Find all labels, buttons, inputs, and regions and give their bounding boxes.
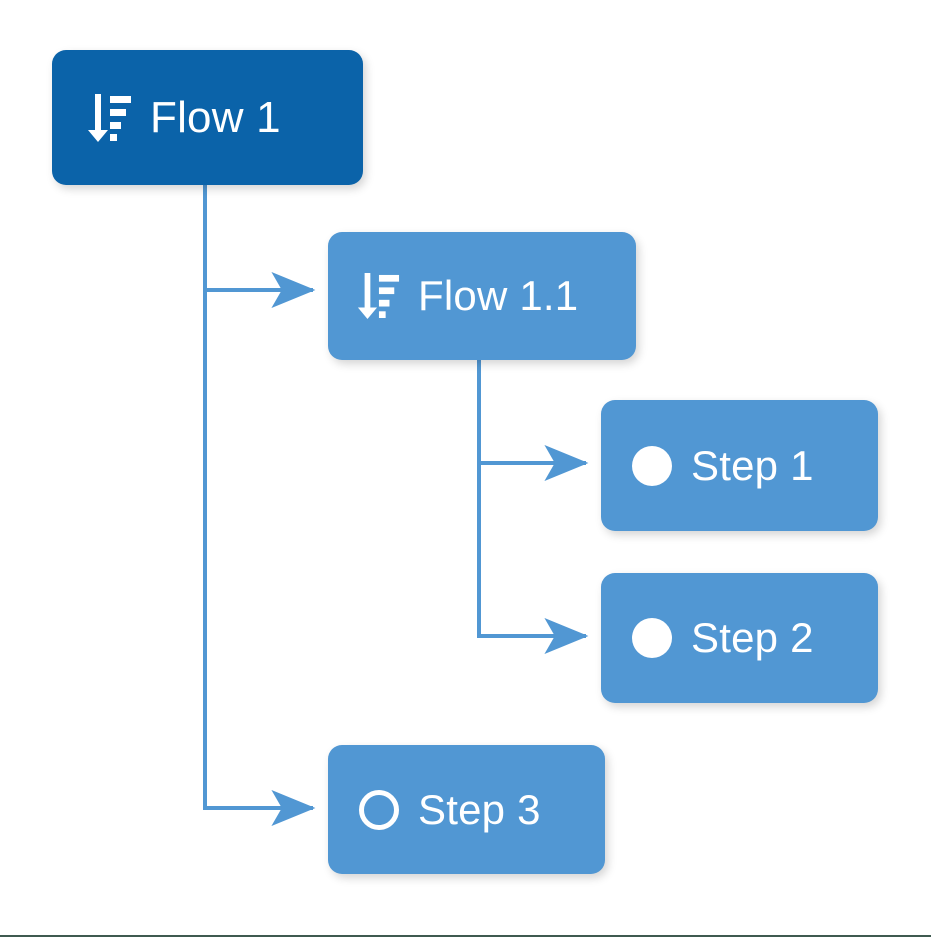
circle-filled-icon (629, 443, 675, 489)
node-flow-1[interactable]: Flow 1 (52, 50, 363, 185)
node-step-3[interactable]: Step 3 (328, 745, 605, 874)
circle-filled-icon (629, 615, 675, 661)
node-step-1[interactable]: Step 1 (601, 400, 878, 531)
sort-descending-icon (356, 271, 400, 321)
node-flow-1-label: Flow 1 (150, 92, 281, 142)
edge-flow1-to-step3 (203, 290, 316, 826)
page-bottom-divider (0, 935, 931, 937)
node-flow-1-1-label: Flow 1.1 (418, 272, 579, 319)
node-step-2[interactable]: Step 2 (601, 573, 878, 703)
node-step-1-label: Step 1 (691, 441, 814, 489)
node-flow-1-1[interactable]: Flow 1.1 (328, 232, 636, 360)
edge-flow11-to-step2 (477, 463, 589, 654)
edge-flow1-to-flow11 (203, 185, 316, 308)
circle-outline-icon (356, 787, 402, 833)
node-step-3-label: Step 3 (418, 785, 541, 833)
edge-flow11-to-step1 (477, 360, 589, 481)
sort-descending-icon (86, 92, 132, 144)
node-step-2-label: Step 2 (691, 614, 814, 661)
